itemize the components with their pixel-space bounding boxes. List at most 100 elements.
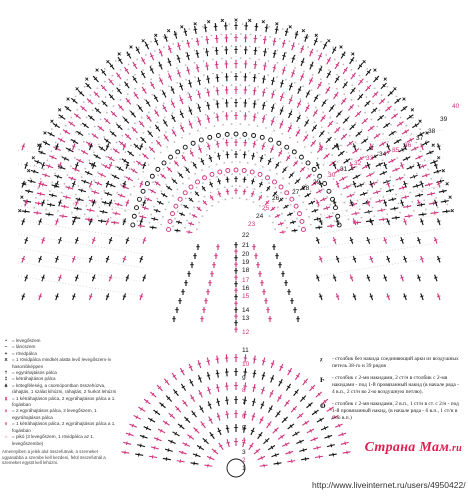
chain-dot: [267, 60, 270, 62]
chain-dot: [397, 202, 400, 205]
stitch-mark: [349, 201, 354, 204]
row-number-label: 3: [242, 449, 246, 456]
legend-right-text: - столбик с 2-мя накидами, 2 ст/н в стол…: [332, 375, 459, 395]
stitch-mark: [217, 429, 222, 433]
chain-dot: [184, 226, 186, 229]
chain-dot: [267, 74, 269, 77]
stitch-mark: [288, 98, 293, 102]
chain-dot: [113, 199, 116, 202]
stitch-mark: [70, 121, 73, 126]
chain-dot: [327, 132, 330, 134]
stitch-mark: [155, 126, 160, 130]
stitch-mark: [351, 88, 355, 92]
chain-dot: [105, 155, 108, 158]
stitch-mark: [267, 160, 272, 163]
stitch-mark: [49, 202, 52, 207]
legend-left-item: ∩= pikó (3 levegőszem, 1 rövidpálca az 1…: [2, 434, 120, 447]
chain-dot: [371, 206, 374, 209]
chain-dot: [230, 110, 233, 112]
chain-dot: [334, 103, 336, 106]
chain-dot: [178, 94, 181, 97]
stitch-mark: [294, 390, 299, 394]
chain-dot: [184, 51, 187, 54]
chain-dot: [122, 218, 125, 221]
chain-dot: [89, 94, 92, 97]
chain-dot: [293, 171, 296, 173]
stitch-mark: [145, 426, 149, 430]
stitch-mark: [323, 399, 327, 404]
stitch-mark: [209, 183, 213, 186]
chain-dot: [104, 96, 107, 98]
stitch-mark: [120, 193, 123, 198]
chain-dot: [264, 141, 267, 144]
chain-dot: [74, 193, 77, 196]
stitch-mark: [105, 145, 110, 148]
stitch-mark: [366, 101, 370, 105]
chain-dot: [231, 185, 234, 188]
chain-ring-mark: [259, 134, 265, 140]
row-number-label: 12: [242, 329, 250, 336]
stitch-mark: [155, 181, 159, 186]
chain-dot: [85, 204, 88, 207]
chain-dot: [436, 206, 439, 209]
chain-dot: [33, 164, 36, 167]
chain-dot: [174, 217, 176, 220]
stitch-mark: [192, 163, 197, 167]
chain-dot: [358, 90, 361, 92]
chain-dot: [376, 179, 379, 182]
chain-dot: [213, 85, 215, 88]
chain-dot: [186, 219, 188, 222]
stitch-mark: [335, 77, 340, 81]
chain-dot: [45, 208, 48, 211]
chain-dot: [126, 93, 129, 96]
chain-dot: [247, 137, 250, 140]
stitch-mark: [335, 63, 340, 67]
stitch-mark: [114, 149, 118, 153]
chain-dot: [299, 98, 302, 101]
chain-dot: [345, 210, 348, 212]
stitch-mark: [184, 204, 188, 209]
chain-dot: [379, 187, 382, 190]
stitch-mark: [341, 176, 345, 181]
chain-dot: [202, 182, 204, 185]
stitch-mark: [403, 145, 407, 148]
chain-dot: [288, 40, 291, 43]
stitch-mark: [114, 174, 117, 179]
chain-dot: [239, 149, 242, 152]
chain-dot: [76, 108, 79, 111]
chain-ring-mark: [209, 171, 215, 177]
chain-dot: [54, 141, 57, 144]
stitch-mark: [280, 95, 284, 98]
stitch-mark: [266, 186, 271, 190]
chain-dot: [140, 116, 143, 119]
stitch-mark: [142, 164, 147, 167]
chain-dot: [88, 133, 90, 135]
stitch-mark: [37, 201, 40, 206]
stitch-mark: [376, 190, 379, 194]
stitch-mark: [118, 58, 122, 62]
stitch-mark: [38, 220, 43, 223]
stitch-mark: [327, 434, 330, 439]
stitch-mark: [379, 115, 383, 120]
stitch-mark: [197, 362, 202, 365]
stitch-mark: [160, 428, 163, 433]
chain-ring-mark: [242, 131, 248, 137]
chain-dot: [208, 178, 211, 181]
chain-dot: [294, 156, 297, 159]
stitch-mark: [302, 448, 305, 453]
stitch-mark: [320, 131, 324, 135]
stitch-mark: [276, 214, 280, 218]
single-crochet-mark: [301, 28, 306, 33]
chain-dot: [198, 221, 201, 224]
chain-dot: [60, 191, 63, 194]
stitch-mark: [105, 220, 110, 223]
chain-dot: [221, 45, 224, 48]
chain-dot: [156, 197, 159, 200]
chain-dot: [35, 196, 37, 199]
stitch-mark: [181, 156, 186, 160]
chain-dot: [70, 116, 73, 119]
stitch-mark: [209, 196, 214, 199]
chain-dot: [296, 217, 298, 220]
stitch-symbol-icon: ‡: [4, 376, 8, 382]
stitch-mark: [278, 381, 283, 384]
